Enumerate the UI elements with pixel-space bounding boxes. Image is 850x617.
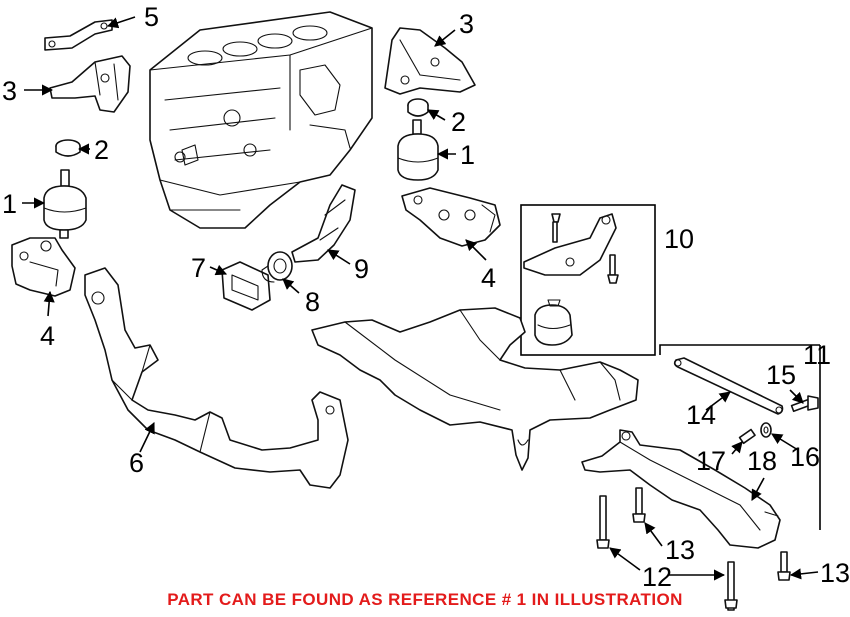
callout-3-right: 3 — [459, 9, 474, 39]
bracket-part-4-left — [11, 237, 76, 297]
callout-6: 6 — [129, 448, 144, 478]
callout-1-right: 1 — [460, 140, 475, 170]
bracket-part-3-right — [384, 27, 476, 95]
kit-box-10 — [520, 204, 656, 356]
bolt-part-17 — [738, 428, 756, 445]
kit-box-11-frame — [659, 344, 821, 530]
callout-14: 14 — [686, 400, 716, 430]
washer-part-2-left — [55, 139, 81, 157]
callout-9: 9 — [354, 254, 369, 284]
bracket-part-5 — [44, 19, 113, 51]
leader-lines — [22, 16, 819, 581]
bolt-part-15 — [790, 395, 819, 413]
callout-1-left: 1 — [2, 189, 17, 219]
engine-block — [149, 11, 373, 229]
callout-4-left: 4 — [40, 321, 55, 351]
bracket-part-4-right — [401, 187, 501, 247]
reference-note: PART CAN BE FOUND AS REFERENCE # 1 IN IL… — [167, 590, 683, 609]
callout-11: 11 — [803, 340, 831, 370]
callout-3-left: 3 — [2, 76, 17, 106]
engine-mount-part-1-right — [397, 119, 439, 181]
callout-17: 17 — [696, 446, 726, 476]
callout-4-right: 4 — [481, 263, 496, 293]
mount-part-7 — [221, 261, 271, 311]
engine-mount-part-1-left — [43, 169, 87, 239]
callout-13-right: 13 — [820, 558, 850, 588]
washer-part-16 — [760, 422, 772, 438]
callout-labels: 5 3 2 1 4 3 2 1 4 7 8 9 6 10 11 14 15 16… — [2, 2, 850, 592]
brace-part-14 — [673, 357, 784, 415]
bolts-part-12-13 — [596, 487, 791, 611]
washer-part-2-right — [407, 98, 429, 117]
callout-8: 8 — [305, 287, 320, 317]
bracket-part-9 — [291, 184, 356, 263]
callout-2-left: 2 — [94, 135, 109, 165]
callout-12: 12 — [642, 562, 672, 592]
callout-15: 15 — [766, 360, 796, 390]
callout-5: 5 — [144, 2, 159, 32]
bushing-part-8 — [261, 251, 293, 283]
callout-18: 18 — [747, 446, 777, 476]
callout-16: 16 — [790, 442, 820, 472]
bracket-part-3-left — [49, 55, 131, 113]
subframe — [311, 307, 639, 471]
callout-13-middle: 13 — [665, 535, 695, 565]
callout-10: 10 — [664, 224, 694, 254]
support-part-18 — [581, 429, 781, 549]
callout-7: 7 — [191, 253, 206, 283]
callout-2-right: 2 — [451, 107, 466, 137]
